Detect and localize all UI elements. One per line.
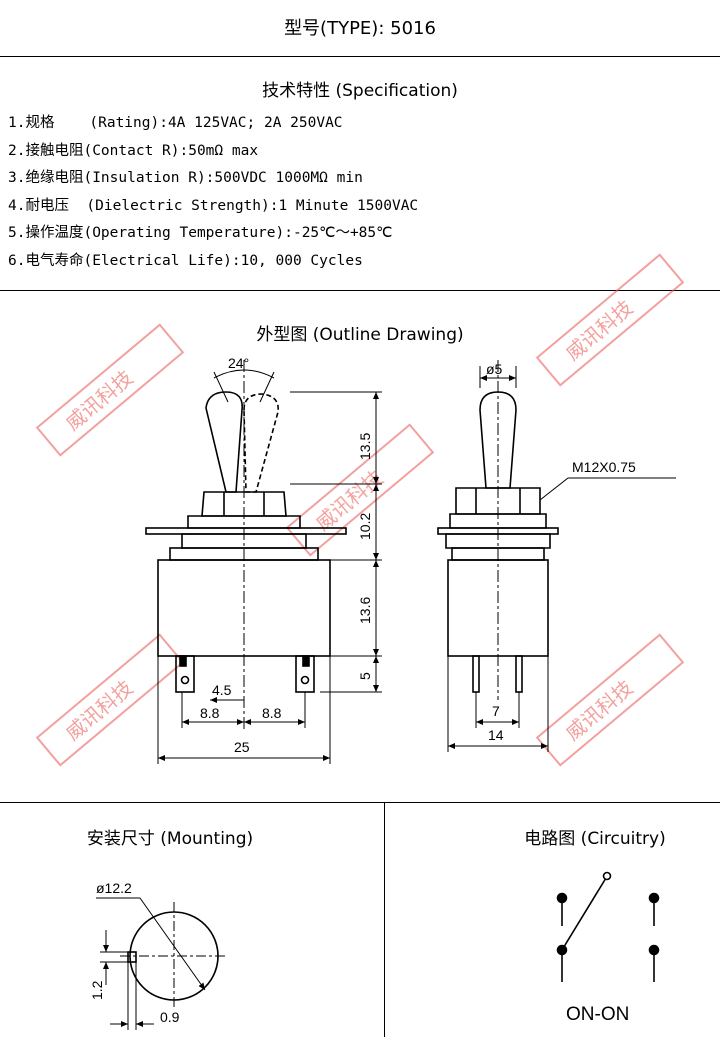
- circuit-label: ON-ON: [566, 1004, 629, 1025]
- spec-item-temperature: 5.操作温度(Operating Temperature):-25℃～+85℃: [8, 225, 393, 242]
- divider-outline: [0, 802, 720, 803]
- side-dim-labels: ø5 M12X0.75 7 14: [486, 361, 636, 743]
- watermark-2: 威讯科技: [35, 323, 185, 457]
- dim-key-width: 0.9: [160, 1009, 180, 1025]
- dim-body-height: 13.6: [357, 597, 373, 624]
- front-washer: [145, 527, 347, 535]
- dim-right-pitch: 8.8: [262, 705, 282, 721]
- circuit-diagram: [556, 871, 660, 982]
- mounting-title: 安装尺寸 (Mounting): [86, 829, 254, 849]
- mounting-drawing: [96, 897, 228, 1030]
- front-terminal-right: [295, 655, 315, 693]
- dim-bushing-height: 10.2: [357, 513, 373, 540]
- dim-terminal-spacing: 7: [492, 703, 500, 719]
- circuit-switch-arm: [561, 877, 607, 951]
- front-lever-right: [243, 393, 279, 493]
- front-lever-left: [205, 391, 243, 493]
- watermark-4: 威讯科技: [535, 633, 685, 767]
- spec-item-contact: 2.接触电阻(Contact R):50mΩ max: [8, 142, 259, 159]
- watermark-5: 威讯科技: [35, 633, 185, 767]
- mounting-key: [127, 951, 137, 963]
- dim-toggle-height: 13.5: [357, 433, 373, 460]
- dim-hole-diameter: ø12.2: [96, 880, 132, 896]
- mounting-dim-labels: ø12.2 1.2 0.9: [89, 880, 180, 1025]
- dim-side-width: 14: [488, 727, 504, 743]
- divider-spec: [0, 290, 720, 291]
- dim-thread: M12X0.75: [572, 459, 636, 475]
- dim-angle: 24°: [228, 355, 249, 371]
- divider-vertical: [384, 802, 385, 1037]
- front-terminal-left: [175, 655, 195, 693]
- circuitry-title: 电路图 (Circuitry): [524, 829, 666, 849]
- watermark-group: 威讯科技 威讯科技 威讯科技 威讯科技 威讯科技: [35, 253, 685, 767]
- spec-item-life: 6.电气寿命(Electrical Life):10, 000 Cycles: [8, 252, 363, 269]
- front-view: [145, 360, 382, 764]
- dim-total-width: 25: [234, 739, 250, 755]
- dim-left-pitch: 8.8: [200, 705, 220, 721]
- side-lever: [479, 391, 517, 489]
- dim-lever-diameter: ø5: [486, 361, 503, 377]
- spec-item-dielectric: 4.耐电压 (Dielectric Strength):1 Minute 150…: [8, 197, 419, 214]
- dim-terminal-height: 5: [357, 672, 373, 680]
- spec-item-insulation: 3.绝缘电阻(Insulation R):500VDC 1000MΩ min: [8, 170, 363, 187]
- spec-title: 技术特性 (Specification): [262, 81, 458, 101]
- front-dim-labels: 24° 13.5 10.2 13.6 5 4.5 8.8 8.8 25: [200, 355, 373, 755]
- spec-item-rating: 1.规格 (Rating):4A 125VAC; 2A 250VAC: [8, 115, 343, 131]
- type-title: 型号(TYPE): 5016: [284, 18, 436, 39]
- side-terminal-right: [515, 655, 523, 693]
- outline-title: 外型图 (Outline Drawing): [256, 325, 464, 345]
- dim-half-gap: 4.5: [212, 682, 232, 698]
- divider-top: [0, 56, 720, 57]
- side-terminal-left: [472, 655, 480, 693]
- spec-list: 1.规格 (Rating):4A 125VAC; 2A 250VAC 2.接触电…: [8, 110, 418, 276]
- dim-key-height: 1.2: [89, 980, 105, 1000]
- watermark-1: 威讯科技: [535, 253, 685, 387]
- side-view: [437, 360, 676, 752]
